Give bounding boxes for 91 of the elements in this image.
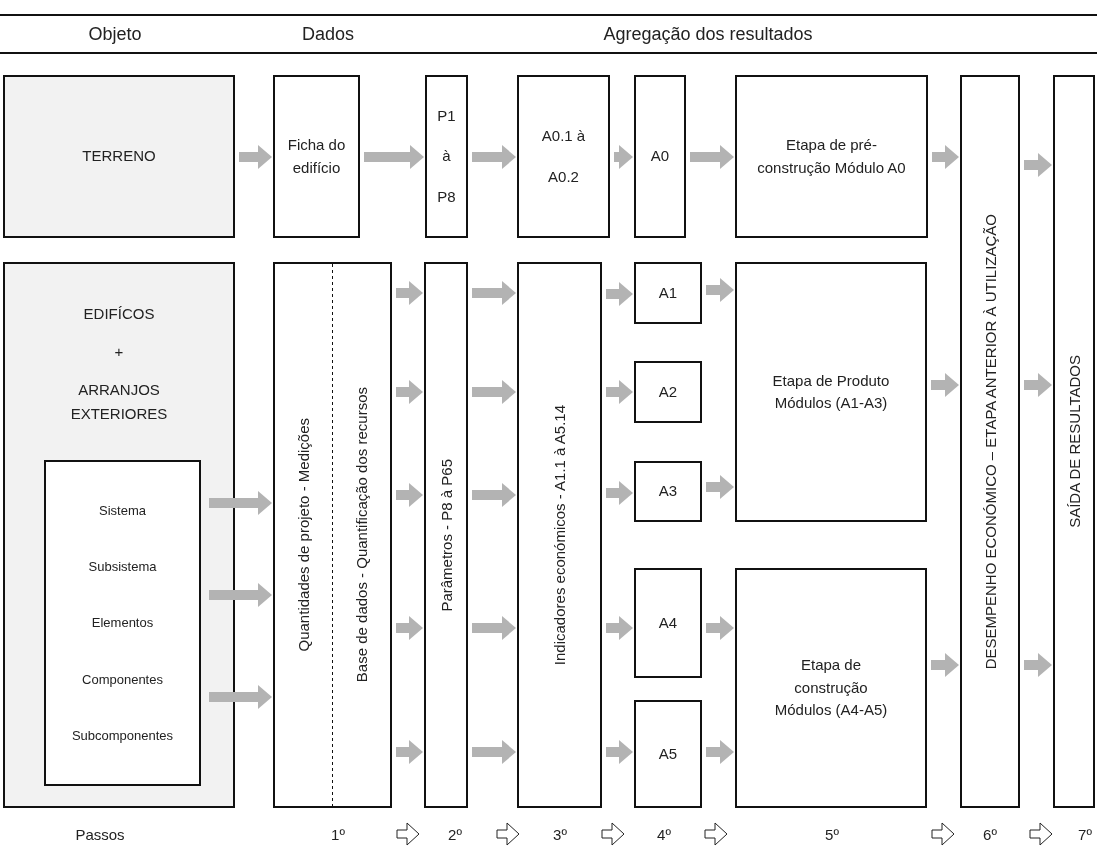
process-box xyxy=(44,460,201,786)
process-box xyxy=(634,361,702,423)
node-text: Elementos xyxy=(91,615,154,631)
node-text: P1 à P8 xyxy=(436,105,457,207)
process-column xyxy=(1053,75,1095,808)
block-arrow xyxy=(706,475,734,499)
block-arrow xyxy=(932,145,959,169)
node-text: EDIFÍCOS xyxy=(83,304,155,324)
block-arrow xyxy=(606,740,633,764)
node-text: Etapa de construção Módulos (A4-A5) xyxy=(773,655,889,721)
column-header: Objeto xyxy=(88,24,142,45)
block-arrow xyxy=(606,481,633,505)
process-box xyxy=(517,75,610,238)
block-arrow xyxy=(396,616,423,640)
block-arrow xyxy=(209,685,272,709)
block-arrow xyxy=(472,281,516,305)
block-arrow xyxy=(1024,153,1052,177)
step-number: 5º xyxy=(825,826,839,843)
block-arrow xyxy=(396,281,423,305)
block-arrow xyxy=(472,616,516,640)
node-text: Sistema xyxy=(99,502,146,518)
column-header: Agregação dos resultados xyxy=(603,24,813,45)
node-text: Subcomponentes xyxy=(71,728,174,744)
process-box xyxy=(634,700,702,808)
node-text: A2 xyxy=(658,381,678,402)
process-column xyxy=(424,262,468,808)
step-number: 6º xyxy=(983,826,997,843)
step-number: 1º xyxy=(331,826,345,843)
node-text: Componentes xyxy=(82,671,163,687)
process-box xyxy=(735,568,927,808)
process-column xyxy=(960,75,1020,808)
vertical-text: Base de dados - Quantificação dos recursos xyxy=(352,387,370,683)
row-label: Passos xyxy=(75,826,125,843)
node-text: Ficha do edifício xyxy=(286,135,347,178)
vertical-text: SAÍDA DE RESULTADOS xyxy=(1065,355,1083,528)
process-box xyxy=(634,262,702,324)
object-panel xyxy=(3,262,235,808)
block-arrow xyxy=(396,740,423,764)
block-arrow xyxy=(606,380,633,404)
process-box xyxy=(273,75,360,238)
process-box xyxy=(735,75,928,238)
vertical-text: Quantidades de projeto - Medições xyxy=(295,418,313,652)
block-arrow xyxy=(606,616,633,640)
process-box xyxy=(634,75,686,238)
block-arrow xyxy=(472,380,516,404)
block-arrow xyxy=(472,145,516,169)
block-arrow xyxy=(472,483,516,507)
node-text: ARRANJOS EXTERIORES xyxy=(69,380,169,424)
block-arrow xyxy=(396,380,423,404)
step-number: 4º xyxy=(657,826,671,843)
vertical-text: Parâmetros - P8 à P65 xyxy=(437,458,455,612)
block-arrow xyxy=(1024,373,1052,397)
object-panel xyxy=(3,75,235,238)
vertical-text: Indicadores económicos - A1.1 à A5.14 xyxy=(551,404,568,666)
process-box xyxy=(634,461,702,522)
block-arrow xyxy=(606,282,633,306)
block-arrow xyxy=(209,583,272,607)
node-text: Etapa de pré-construção Módulo A0 xyxy=(756,135,907,178)
node-text: A3 xyxy=(658,481,678,502)
process-column xyxy=(517,262,602,808)
process-box xyxy=(425,75,468,238)
process-box xyxy=(735,262,927,522)
vertical-text: DESEMPENHO ECONÓMICO – ETAPA ANTERIOR À UTILIZAÇÃO xyxy=(981,213,999,670)
column-header: Dados xyxy=(302,24,354,45)
node-text: A1 xyxy=(658,282,678,303)
node-text: TERRENO xyxy=(82,146,156,167)
process-box xyxy=(634,568,702,678)
node-text: A4 xyxy=(658,612,678,633)
block-arrow xyxy=(472,740,516,764)
block-arrow xyxy=(931,373,959,397)
process-column xyxy=(273,262,392,808)
block-arrow xyxy=(1024,653,1052,677)
block-arrow xyxy=(396,483,423,507)
node-text: A0.1 à A0.2 xyxy=(541,126,586,187)
node-text: A0 xyxy=(650,146,670,167)
block-arrow xyxy=(364,145,424,169)
block-arrow xyxy=(706,278,734,302)
block-arrow xyxy=(931,653,959,677)
node-text: + xyxy=(114,342,124,362)
step-number: 2º xyxy=(448,826,462,843)
node-text: Etapa de Produto Módulos (A1-A3) xyxy=(771,370,891,413)
block-arrow xyxy=(706,616,734,640)
block-arrow xyxy=(706,740,734,764)
block-arrow xyxy=(239,145,272,169)
block-arrow xyxy=(690,145,734,169)
step-number: 7º xyxy=(1078,826,1092,843)
step-number: 3º xyxy=(553,826,567,843)
block-arrow xyxy=(614,145,633,169)
block-arrow xyxy=(209,491,272,515)
node-text: Subsistema xyxy=(88,559,157,575)
node-text: A5 xyxy=(658,743,678,764)
